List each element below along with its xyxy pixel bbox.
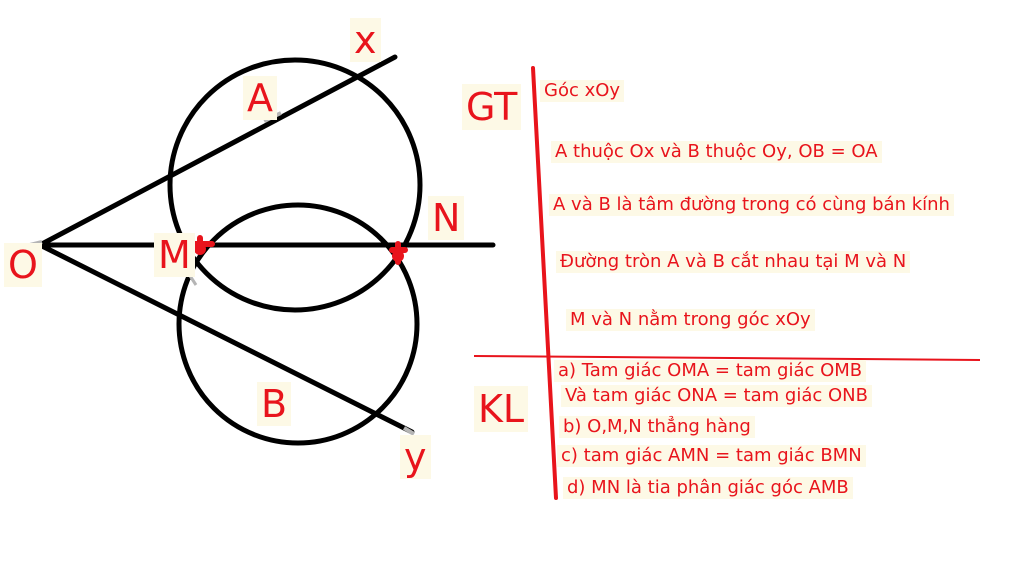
point-y-marker	[402, 426, 416, 436]
label-o: O	[4, 243, 42, 287]
horizontal-divider	[473, 355, 981, 361]
point-n-dot	[392, 250, 404, 262]
kl-item: b) O,M,N thẳng hàng	[559, 416, 755, 438]
circle-b	[176, 202, 420, 446]
label-x: x	[350, 18, 381, 62]
kl-item: Và tam giác ONA = tam giác ONB	[561, 385, 872, 407]
kl-heading: KL	[474, 386, 529, 432]
point-m-dot	[194, 243, 206, 255]
label-a: A	[243, 76, 277, 120]
circle-a	[167, 57, 423, 313]
gt-item: M và N nằm trong góc xOy	[566, 309, 815, 331]
ray-ox	[37, 54, 398, 248]
kl-item: a) Tam giác OMA = tam giác OMB	[554, 360, 867, 382]
ray-oy	[37, 242, 415, 435]
gt-item: A thuộc Ox và B thuộc Oy, OB = OA	[551, 141, 882, 163]
kl-item: c) tam giác AMN = tam giác BMN	[557, 445, 866, 467]
kl-item: d) MN là tia phân giác góc AMB	[563, 477, 853, 499]
vertical-divider	[531, 66, 558, 500]
gt-heading: GT	[462, 84, 522, 130]
label-y: y	[400, 435, 431, 479]
gt-item: Góc xOy	[540, 80, 625, 102]
label-m: M	[154, 233, 195, 277]
label-b: B	[257, 382, 292, 426]
gt-item: A và B là tâm đường trong có cùng bán kí…	[549, 194, 954, 216]
gt-item: Đường tròn A và B cắt nhau tại M và N	[556, 251, 911, 273]
label-n: N	[428, 196, 465, 240]
